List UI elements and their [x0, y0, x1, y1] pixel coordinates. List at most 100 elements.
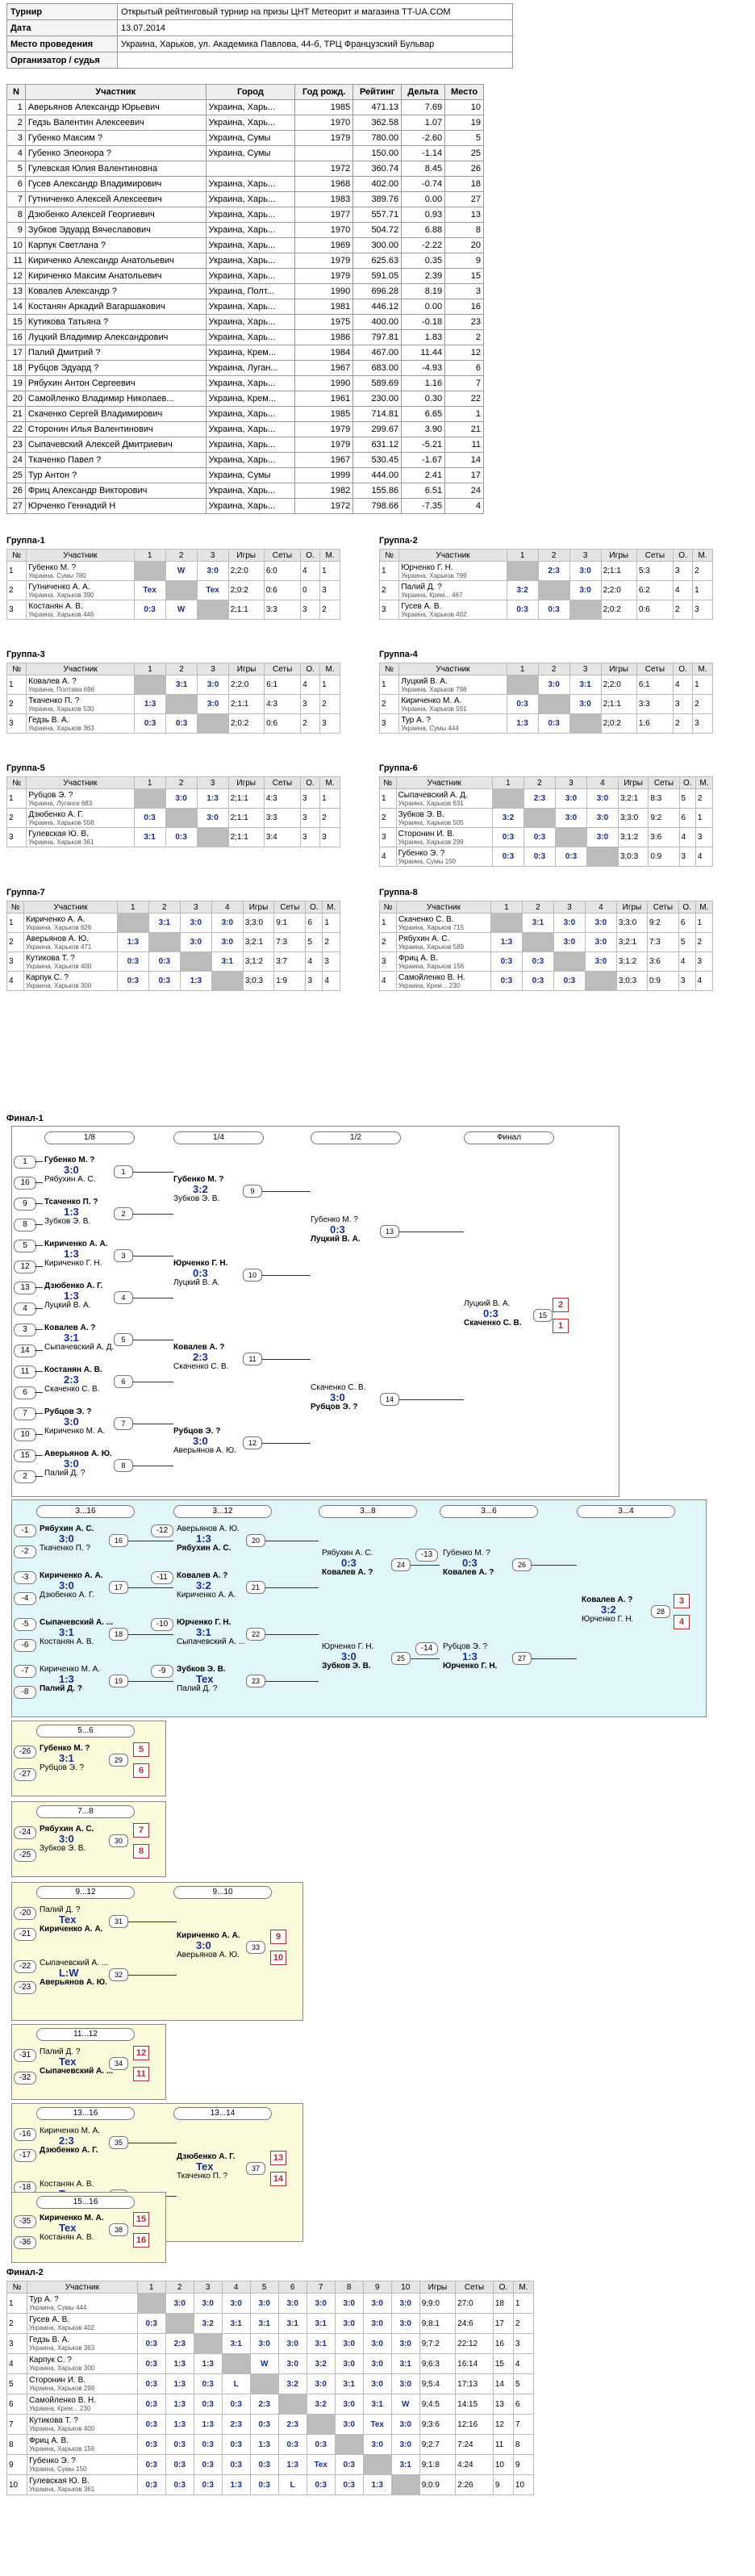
table-cell: 15 — [6, 314, 26, 330]
table-cell: 26 — [444, 161, 484, 177]
table-cell: 7.69 — [401, 99, 446, 115]
final-place: 16 — [133, 2233, 149, 2248]
table-cell: 360.74 — [352, 161, 403, 177]
points-cell: 9 — [492, 2474, 514, 2495]
group-title: Группа-5 — [6, 763, 45, 773]
match-number: 6 — [114, 1375, 133, 1388]
score-cell: 3:1 — [211, 951, 244, 972]
score-cell: 0:3 — [148, 971, 181, 991]
participant-name: Кириченко М. А. — [401, 696, 462, 705]
table-cell: -2.22 — [401, 237, 446, 253]
match-number: 33 — [246, 1941, 265, 1954]
table-cell — [294, 145, 354, 161]
match-score: Tex — [59, 1913, 77, 1926]
sets-cell: 22:12 — [455, 2333, 494, 2354]
column-header: № — [378, 549, 400, 562]
sets-cell: 17:13 — [455, 2373, 494, 2394]
table-cell: Украина, Сумы — [205, 130, 296, 146]
table-cell: 16 — [6, 329, 26, 345]
match-score: 3:0 — [59, 1833, 74, 1845]
score-cell: 3:0 — [334, 2333, 364, 2354]
score-cell: 3:0 — [306, 2373, 336, 2394]
score-cell: W — [390, 2394, 420, 2415]
score-cell: 0:3 — [193, 2434, 223, 2455]
score-cell: 0:3 — [133, 600, 166, 620]
column-header: 2 — [523, 776, 556, 789]
bracket-line — [35, 1329, 43, 1330]
score-cell: 3:1 — [569, 675, 602, 695]
score-cell: 0:3 — [165, 2454, 194, 2475]
seed-number: -35 — [14, 2215, 36, 2228]
participant-name: Палий Д. ? — [401, 582, 442, 592]
participant-city: Украина, Харьков 361 — [29, 2486, 95, 2493]
games-cell: 9;8:1 — [419, 2313, 457, 2334]
participant-name: Зубков Э. В. — [398, 809, 444, 819]
column-header: Сеты — [646, 901, 679, 914]
score-cell: 0:3 — [277, 2434, 307, 2455]
table-cell: 444.00 — [352, 467, 403, 483]
column-header: 3 — [179, 901, 212, 914]
sets-cell: 27:0 — [455, 2293, 494, 2314]
place-cell: 1 — [692, 675, 713, 695]
table-cell: Ткаченко Павел ? — [24, 452, 206, 468]
points-cell: 2 — [672, 713, 694, 734]
row-number: 2 — [379, 808, 397, 828]
games-cell: 3;2:1 — [615, 932, 648, 952]
score-cell — [193, 2333, 223, 2354]
participant-name: Сыпачевский А. Д. — [398, 790, 468, 800]
match-number: 22 — [246, 1628, 265, 1641]
match-number: 5 — [114, 1333, 133, 1346]
seed-number: 5 — [14, 1240, 36, 1252]
column-header: Сеты — [455, 2281, 494, 2294]
column-header: М. — [692, 663, 713, 675]
score-cell: 3:0 — [390, 2373, 420, 2394]
match-score: 0:3 — [341, 1557, 357, 1569]
participant-city: Украина, Крем... 467 — [401, 591, 463, 599]
score-cell — [521, 932, 554, 952]
score-cell: 3:0 — [362, 2293, 392, 2314]
score-cell — [362, 2454, 392, 2475]
points-cell: 12 — [492, 2414, 514, 2435]
sets-cell: 7:3 — [273, 932, 307, 952]
table-cell: Украина, Харь... — [205, 176, 296, 192]
participant-city: Украина, Харьков 631 — [398, 799, 464, 807]
group-title: Группа-4 — [379, 650, 418, 659]
points-cell: 6 — [678, 913, 696, 933]
table-cell: Губенко Элеонора ? — [24, 145, 206, 161]
round-header: 3...12 — [173, 1505, 272, 1518]
column-header: 8 — [334, 2281, 364, 2294]
column-header: 2 — [165, 2281, 194, 2294]
column-header: Сеты — [636, 549, 674, 562]
player-name: Костанян А. В. — [40, 1637, 94, 1646]
table-cell: 2.39 — [401, 268, 446, 284]
points-cell: 3 — [299, 600, 321, 620]
round-header: 1/2 — [311, 1131, 401, 1144]
sets-cell: 0:9 — [648, 847, 680, 867]
games-cell: 3;2:1 — [242, 932, 275, 952]
score-cell: 0:3 — [221, 2454, 251, 2475]
row-number: 3 — [379, 951, 397, 972]
table-cell: 530.45 — [352, 452, 403, 468]
column-header: 3 — [197, 663, 230, 675]
table-cell: 22 — [6, 421, 26, 437]
score-cell: 0:3 — [134, 713, 167, 734]
table-cell: 20 — [6, 391, 26, 407]
participant-cell: Сыпачевский А. Д.Украина, Харьков 631 — [395, 788, 493, 809]
score-cell: 0:3 — [334, 2454, 364, 2475]
table-cell: 12 — [444, 345, 484, 361]
participant-cell: Юрченко Г. Н.Украина, Харьков 799 — [398, 561, 507, 581]
score-cell: 1:3 — [196, 788, 229, 809]
